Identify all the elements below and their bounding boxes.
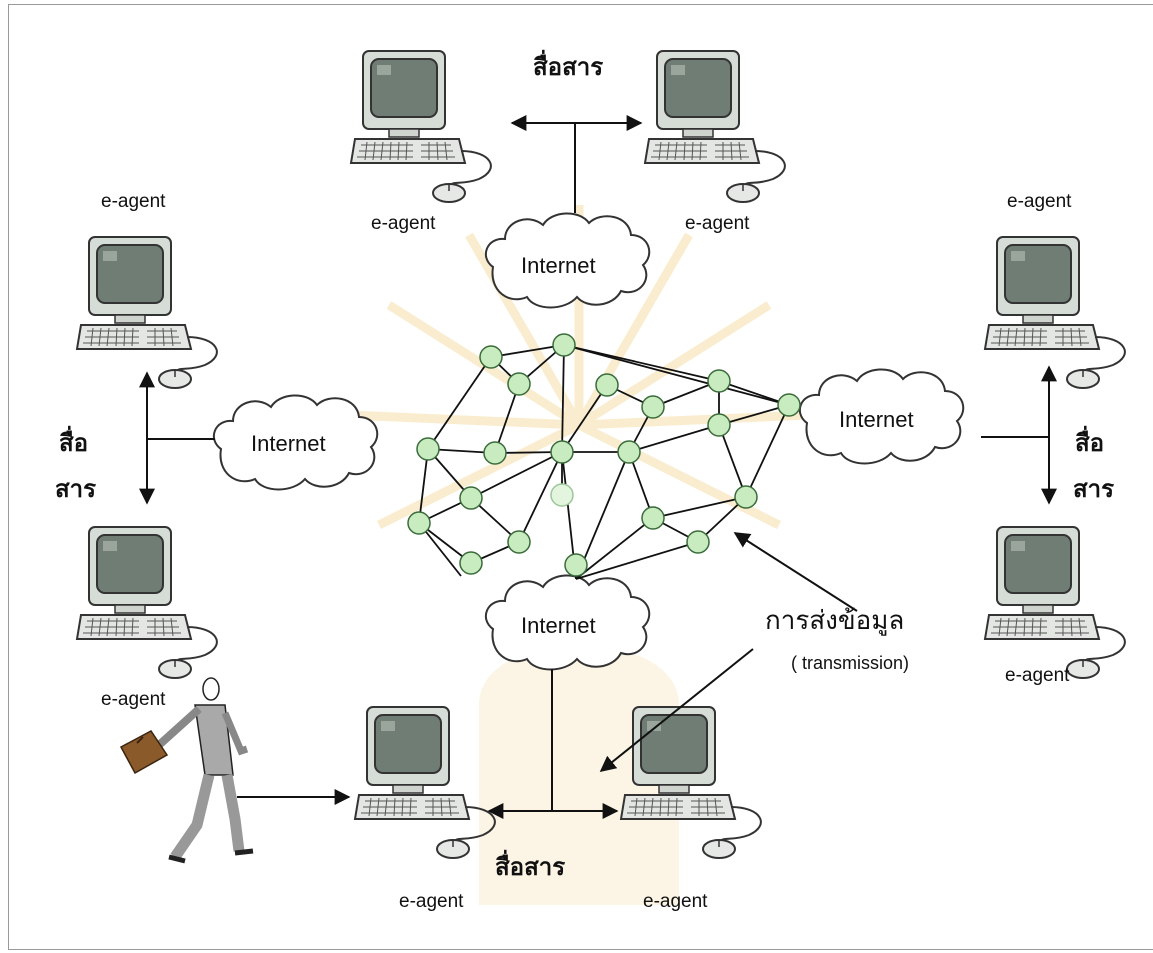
agent-label-bottom-left: e-agent: [399, 891, 464, 912]
computer-icon-top-left: [350, 50, 492, 203]
internet-label-bottom: Internet: [521, 613, 596, 638]
internet-label-top: Internet: [521, 253, 596, 278]
communicate-label-top: สื่อสาร: [533, 49, 603, 81]
computer-icon-left-lower: [76, 526, 218, 679]
computer-icon-left-upper: [76, 236, 218, 389]
agent-label-top-left: e-agent: [371, 213, 436, 234]
communicate-label-left-line1: สื่อ: [59, 425, 88, 457]
network-diagram: สื่อสาร e-agent e-agent e-agent e-agent …: [55, 49, 1126, 912]
briefcase-icon: [119, 730, 169, 775]
agent-label-right-lower: e-agent: [1005, 665, 1070, 686]
internet-label-right: Internet: [839, 407, 914, 432]
mesh-network: [407, 333, 801, 580]
computer-icon-top-right: [644, 50, 786, 203]
computer-icon-right-lower: [984, 526, 1126, 679]
agent-label-left-lower: e-agent: [101, 689, 166, 710]
agent-label-bottom-right: e-agent: [643, 891, 708, 912]
agent-label-right-upper: e-agent: [1007, 191, 1072, 212]
text-labels: สื่อสาร e-agent e-agent e-agent e-agent …: [55, 49, 1114, 912]
communicate-label-left-line2: สาร: [55, 475, 96, 503]
communicate-label-right-line1: สื่อ: [1075, 425, 1104, 457]
agent-label-left-upper: e-agent: [101, 191, 166, 212]
computer-icon-bottom-left: [354, 706, 496, 859]
computer-icon-right-upper: [984, 236, 1126, 389]
transmission-label-english: ( transmission): [791, 653, 909, 673]
agent-label-top-right: e-agent: [685, 213, 750, 234]
network-nodes: [407, 333, 801, 577]
person-icon: [148, 677, 254, 864]
communicate-label-bottom: สื่อสาร: [495, 849, 565, 881]
transmission-label-thai: การส่งข้อมูล: [765, 606, 904, 636]
communicate-label-right-line2: สาร: [1073, 475, 1114, 503]
connector-lines: [139, 115, 1057, 819]
diagram-frame: สื่อสาร e-agent e-agent e-agent e-agent …: [8, 4, 1153, 950]
internet-label-left: Internet: [251, 431, 326, 456]
